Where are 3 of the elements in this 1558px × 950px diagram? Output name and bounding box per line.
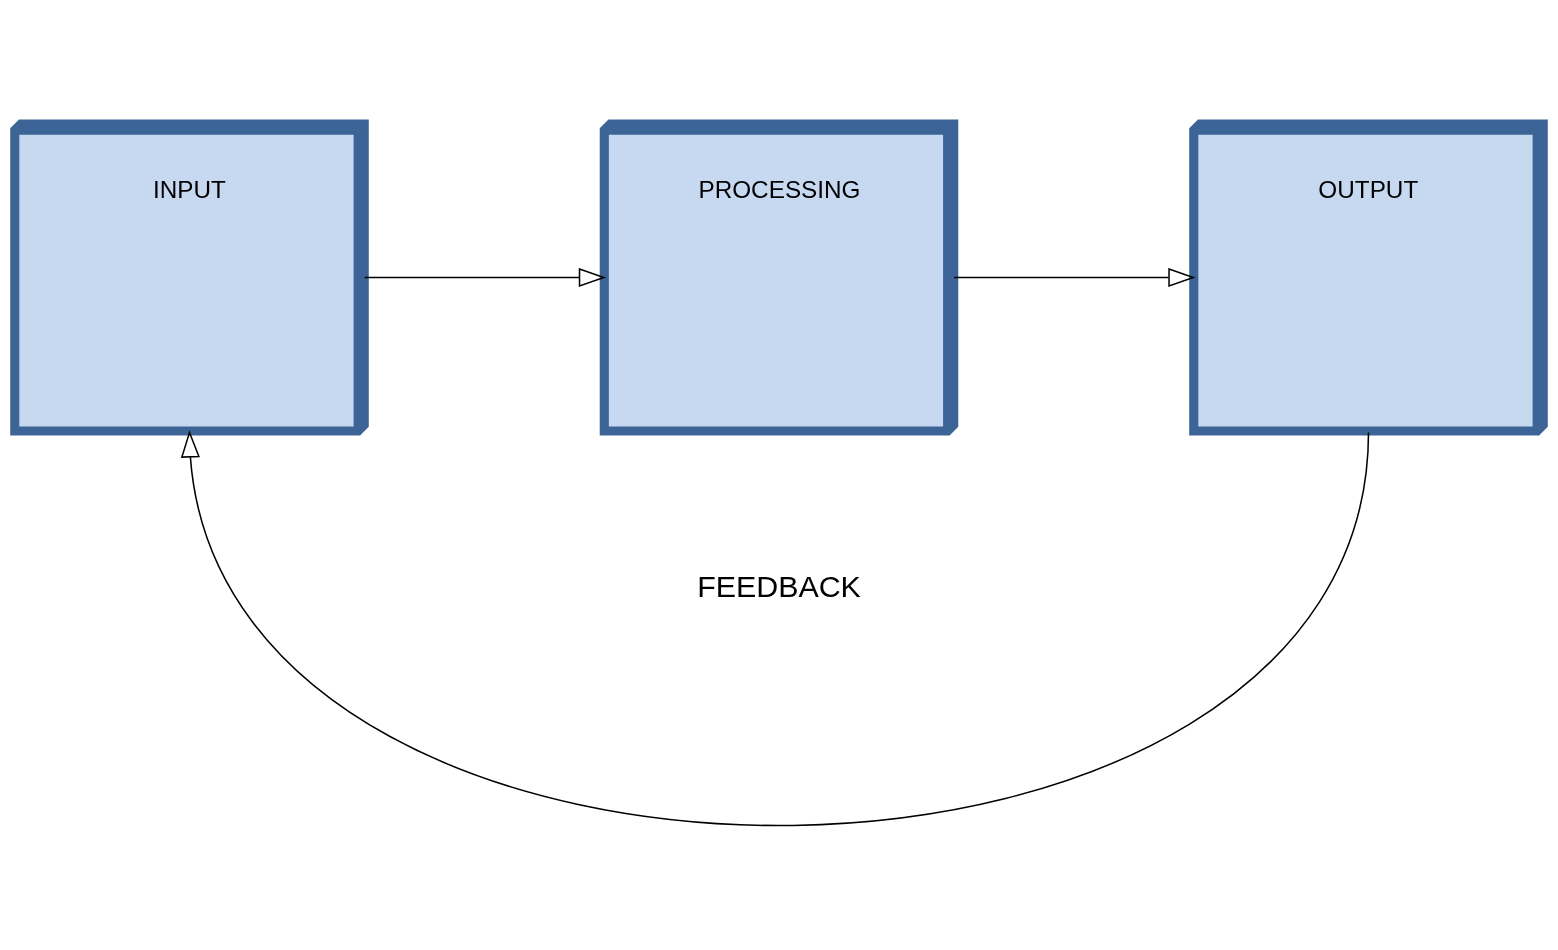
arrow bbox=[363, 267, 607, 288]
label: FEEDBACK bbox=[697, 568, 861, 603]
arrow bbox=[953, 267, 1196, 288]
